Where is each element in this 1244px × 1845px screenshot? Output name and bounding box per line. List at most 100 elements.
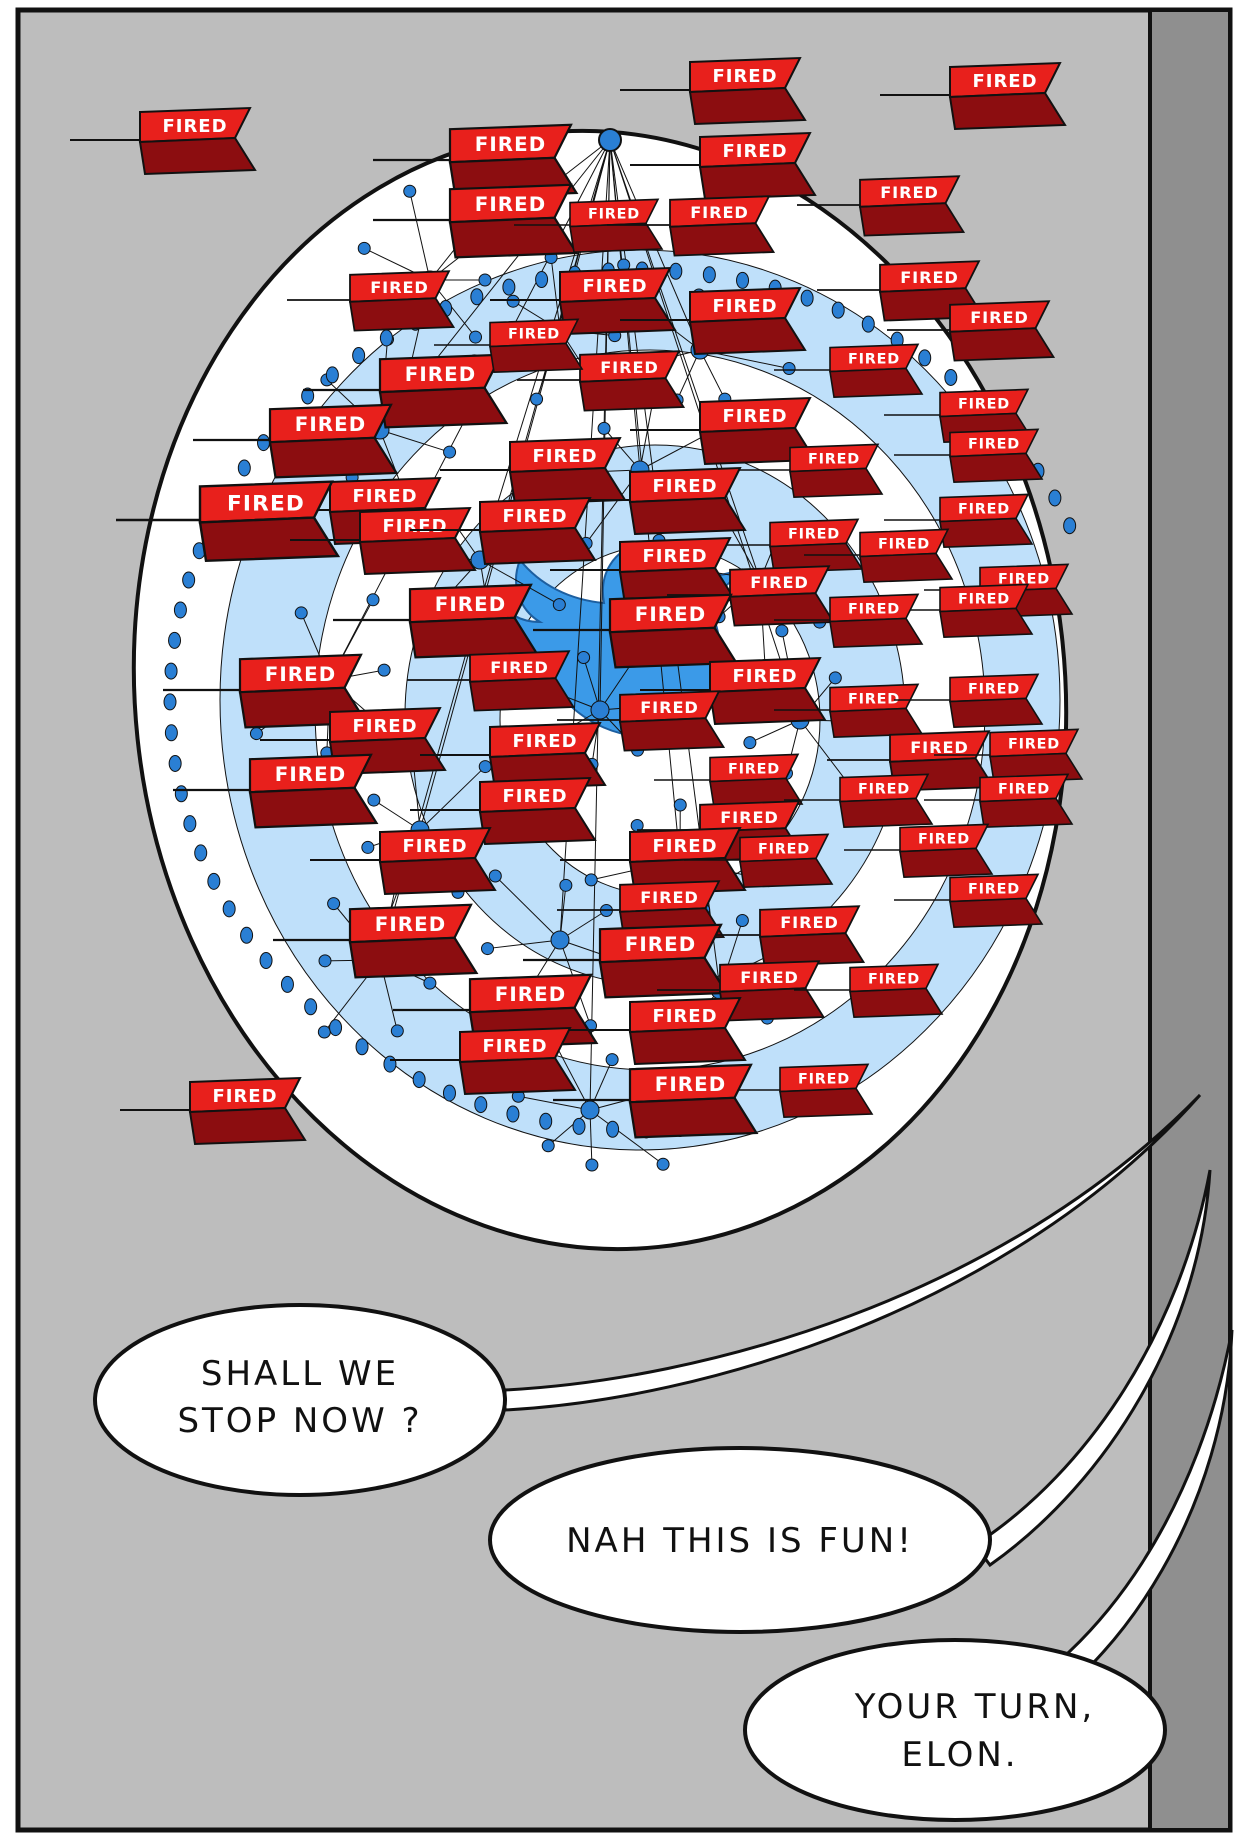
org-chart-node-icon [367,793,381,807]
dart-icon: FIRED [406,650,576,712]
org-chart-node-icon [605,1053,619,1067]
org-chart-node-icon [164,724,178,742]
bubble-1-line-1: SHALL WE [201,1354,399,1394]
dart-icon: FIRED [773,683,924,739]
org-chart-node-icon [327,897,341,911]
org-chart-node-icon [357,241,371,255]
org-chart-node-icon [403,184,417,198]
dart-icon: FIRED [606,195,776,257]
dart-label: FIRED [265,663,337,686]
speech-bubble-1: SHALL WE STOP NOW ? [93,1303,507,1497]
dart-label: FIRED [502,786,567,807]
dart-label: FIRED [880,183,939,202]
dart-icon: FIRED [410,496,597,566]
org-chart-node-icon [577,651,591,665]
org-chart-node-icon [318,954,332,968]
dart-icon: FIRED [560,466,747,536]
dart-icon: FIRED [556,690,726,752]
dart-icon: FIRED [886,300,1056,362]
org-chart-node-icon [390,1024,404,1038]
org-chart-node-icon [240,926,254,944]
org-chart-node-icon [782,362,796,376]
dart-icon: FIRED [656,960,826,1022]
dart-icon: FIRED [883,493,1034,549]
dart-label: FIRED [475,133,547,156]
dart-icon: FIRED [640,656,827,726]
org-chart-node-icon [163,693,177,711]
org-chart-node-icon [377,663,391,677]
org-chart-node-icon [861,315,875,333]
dart-icon: FIRED [773,593,924,649]
dart-label: FIRED [600,358,659,377]
dart-label: FIRED [212,1086,277,1107]
org-chart-node-icon [355,1038,369,1056]
dart-label: FIRED [352,486,417,507]
dart-icon: FIRED [696,905,866,967]
dart-icon: FIRED [302,353,509,429]
dart-icon: FIRED [843,823,994,879]
dart-icon: FIRED [332,583,539,659]
org-chart-node-icon [506,294,520,308]
dart-icon: FIRED [923,773,1074,829]
dart-label: FIRED [382,516,447,537]
org-chart-node-icon [1063,517,1077,535]
org-chart-node-icon [552,598,566,612]
org-chart-node-icon [550,930,570,950]
org-chart-node-icon [506,1105,520,1123]
dart-label: FIRED [918,832,970,848]
dart-icon: FIRED [172,753,379,829]
org-chart-node-icon [361,840,375,854]
org-chart-node-icon [412,1071,426,1089]
dart-icon: FIRED [620,56,807,126]
dart-label: FIRED [878,537,930,553]
org-chart-node-icon [502,278,516,296]
dart-label: FIRED [635,603,707,626]
dart-icon: FIRED [560,996,747,1066]
org-chart-node-icon [194,844,208,862]
dart-label: FIRED [720,808,779,827]
org-chart-node-icon [590,700,610,720]
org-chart-node-icon [478,273,492,287]
org-chart-node-icon [222,900,236,918]
org-chart-node-icon [478,760,492,774]
dart-icon: FIRED [115,480,341,563]
bubble-3-line-2: ELON. [901,1735,1018,1775]
dart-label: FIRED [798,1072,850,1088]
org-chart-node-icon [736,271,750,289]
dart-icon: FIRED [440,436,627,506]
org-chart-node-icon [775,624,789,638]
org-chart-node-icon [379,329,393,347]
dart-label: FIRED [275,763,347,786]
org-chart-node-icon [423,976,437,990]
org-chart-node-icon [735,914,749,928]
dart-label: FIRED [402,836,467,857]
org-chart-node-icon [702,266,716,284]
dart-label: FIRED [712,296,777,317]
dart-icon: FIRED [773,343,924,399]
org-chart-node-icon [606,1120,620,1138]
org-chart-node-icon [174,785,188,803]
dart-icon: FIRED [556,880,726,942]
dart-icon: FIRED [286,270,456,332]
org-chart-node-icon [539,1112,553,1130]
org-chart-node-icon [828,671,842,685]
dart-label: FIRED [848,692,900,708]
dart-label: FIRED [900,268,959,287]
dart-icon: FIRED [826,730,996,792]
dart-label: FIRED [652,476,717,497]
org-chart-node-icon [383,1055,397,1073]
org-chart-node-icon [1048,489,1062,507]
dart-label: FIRED [227,491,305,516]
dart-icon: FIRED [893,673,1044,729]
org-chart-node-icon [259,951,273,969]
dart-label: FIRED [722,141,787,162]
dart-icon: FIRED [630,131,817,201]
dart-icon: FIRED [192,403,399,479]
org-chart-node-icon [831,301,845,319]
dart-label: FIRED [998,572,1050,588]
dart-label: FIRED [508,327,560,343]
org-chart-node-icon [918,349,932,367]
org-chart-node-icon [168,754,182,772]
